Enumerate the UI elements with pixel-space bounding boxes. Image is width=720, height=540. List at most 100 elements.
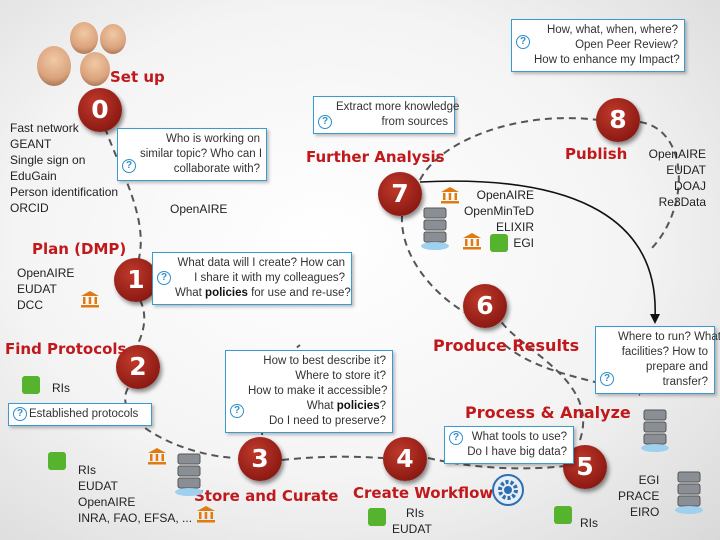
note-line: Open Peer Review? <box>575 39 678 51</box>
path-3-4 <box>281 455 384 461</box>
path-1-2 <box>134 299 146 351</box>
list-item: EUDAT <box>392 522 432 536</box>
list-item: EIRO <box>630 505 660 519</box>
path-0-1 <box>104 127 142 263</box>
tools-note: ? What tools to use? Do I have big data? <box>444 426 574 464</box>
path-6-out <box>504 344 641 396</box>
step-1-circle[interactable]: 1 <box>114 258 158 302</box>
list-item: Re3Data <box>658 195 706 209</box>
policies-word: policies <box>205 287 248 299</box>
process-ris: RIs <box>580 516 598 530</box>
step-8-title: Publish <box>565 145 628 163</box>
list-item: EGI <box>513 236 534 250</box>
list-item: RIs <box>406 506 424 520</box>
protocols-ris: RIs <box>52 381 70 395</box>
note-line: Extract more knowledge <box>336 101 460 113</box>
note-line: What policies? <box>248 399 386 414</box>
question-icon: ? <box>318 115 332 129</box>
workflow-gear-icon <box>492 474 524 506</box>
note-text: ? <box>379 400 386 412</box>
further-list: OpenAIRE OpenMinTeD ELIXIR EGI <box>462 187 534 251</box>
arrow-head <box>650 314 660 324</box>
note-line: transfer? <box>662 376 708 388</box>
note-text: What <box>306 400 337 412</box>
note-line: from sources <box>381 116 448 128</box>
list-item: GEANT <box>10 137 52 151</box>
arrow-7-to-run <box>419 180 656 319</box>
list-item: INRA, FAO, EFSA, ... <box>78 511 193 525</box>
bank-icon <box>148 448 166 465</box>
question-icon: ? <box>449 431 463 445</box>
note-line: What policies for use and re-use? <box>175 286 351 301</box>
step-3-circle[interactable]: 3 <box>238 437 282 481</box>
note-line: How to best describe it? <box>263 355 386 367</box>
list-item: OpenAIRE <box>476 188 534 202</box>
store-list: RIs EUDAT OpenAIRE INRA, FAO, EFSA, ... <box>78 462 192 526</box>
step-7-title: Further Analysis <box>306 148 445 166</box>
step-4-title: Create Workflow <box>353 484 494 502</box>
bank-icon <box>81 291 99 308</box>
note-line: Do I have big data? <box>467 446 567 458</box>
note-line: How, what, when, where? <box>546 24 678 36</box>
collaborate-note: ? Who is working on similar topic? Who c… <box>117 128 267 181</box>
note-line: Do I need to preserve? <box>269 415 386 427</box>
step-2-circle[interactable]: 2 <box>116 345 160 389</box>
step-6-title: Produce Results <box>433 336 580 355</box>
question-icon: ? <box>122 159 136 173</box>
note-line: Established protocols <box>29 408 139 420</box>
note-line: collaborate with? <box>173 163 260 175</box>
path-arc-8 <box>639 121 680 251</box>
green-box-icon <box>368 508 386 526</box>
protocols-note: ? Established protocols <box>8 403 152 426</box>
people-icon <box>22 22 132 92</box>
list-item: Person identification <box>10 185 119 199</box>
note-line: Where to store it? <box>295 370 386 382</box>
green-box-icon <box>490 234 508 252</box>
list-item: PRACE <box>618 489 660 503</box>
setup-list: Fast network GEANT Single sign on EduGai… <box>10 120 118 216</box>
step-8-circle[interactable]: 8 <box>596 98 640 142</box>
step-0-circle[interactable]: 0 <box>78 88 122 132</box>
green-box-icon <box>22 376 40 394</box>
list-item: Fast network <box>10 121 79 135</box>
list-item: RIs <box>78 463 96 477</box>
server-icon <box>175 453 203 496</box>
green-box-icon <box>48 452 66 470</box>
note-line: What tools to use? <box>471 431 567 443</box>
step-4-circle[interactable]: 4 <box>383 437 427 481</box>
step-7-circle[interactable]: 7 <box>378 172 422 216</box>
list-item: EUDAT <box>666 163 706 177</box>
path-7-8 <box>419 117 599 181</box>
note-line: prepare and <box>645 361 708 373</box>
list-item: OpenAIRE <box>78 495 136 509</box>
setup-openaire: OpenAIRE <box>170 202 228 216</box>
list-item: EGI <box>638 473 660 487</box>
note-line: Who is working on <box>166 133 260 145</box>
step-0-title: Set up <box>110 68 165 86</box>
list-item: OpenAIRE <box>648 147 706 161</box>
data-note: ? What data will I create? How can I sha… <box>152 252 352 305</box>
list-item: ELIXIR <box>495 220 534 234</box>
publish-list: OpenAIRE EUDAT DOAJ Re3Data <box>640 146 706 210</box>
server-icon <box>641 409 669 452</box>
list-item: EUDAT <box>17 282 57 296</box>
list-item: OpenMinTeD <box>463 204 534 218</box>
policies-word: policies <box>336 400 380 412</box>
note-line: How to make it accessible? <box>248 385 388 397</box>
step-6-circle[interactable]: 6 <box>463 284 507 328</box>
knowledge-note: ? Extract more knowledge from sources <box>313 96 460 134</box>
list-item: Single sign on <box>10 153 86 167</box>
describe-note: ? How to best describe it? Where to stor… <box>225 350 393 433</box>
list-item: EUDAT <box>78 479 118 493</box>
bank-icon <box>463 233 481 250</box>
note-text: for use and re-use? <box>247 287 351 299</box>
list-item: EduGain <box>10 169 57 183</box>
path-6-7 <box>400 215 471 316</box>
note-line: similar topic? Who can I <box>140 148 263 160</box>
step-3-title: Store and Curate <box>194 487 339 505</box>
question-icon: ? <box>13 407 27 421</box>
note-line: I share it with my colleagues? <box>194 272 345 284</box>
note-text: What <box>175 287 206 299</box>
step-2-title: Find Protocols <box>5 340 127 358</box>
step-5-circle[interactable]: 5 <box>563 445 607 489</box>
